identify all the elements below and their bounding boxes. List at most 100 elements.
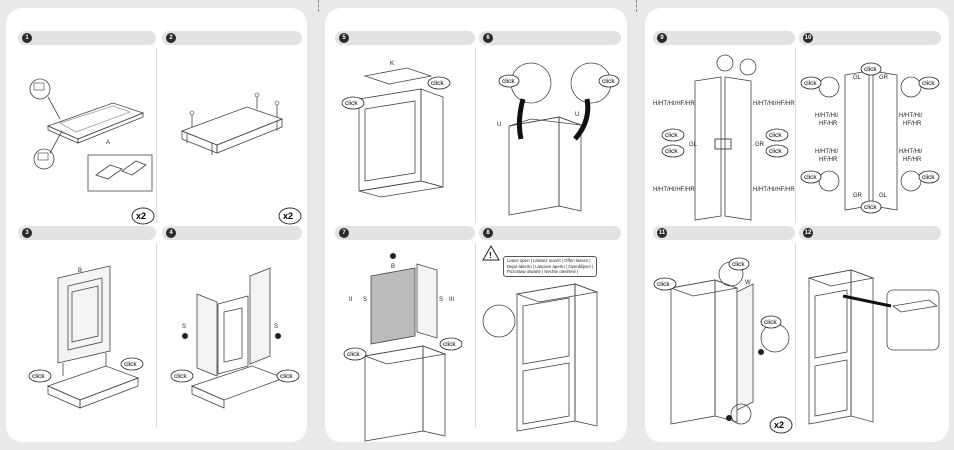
- step-7: 7 B S S II III click click: [335, 226, 475, 442]
- step-8: 8 ! Leave open | Laissez ouvert | Offen …: [479, 226, 621, 436]
- svg-text:click: click: [665, 132, 678, 139]
- svg-text:click: click: [804, 80, 817, 87]
- click-callout: click: [918, 170, 940, 184]
- step-3-illustration: B click click: [28, 265, 144, 409]
- svg-text:GL: GL: [689, 142, 698, 148]
- click-callout: click: [760, 315, 782, 329]
- step-number: 9: [657, 33, 667, 43]
- step-header: 3: [18, 226, 156, 240]
- svg-text:click: click: [732, 261, 745, 268]
- svg-text:x2: x2: [774, 420, 784, 430]
- step-header: 5: [335, 31, 475, 45]
- click-callout: click: [653, 277, 677, 291]
- svg-text:click: click: [769, 132, 782, 139]
- click-callout: click: [343, 347, 367, 361]
- svg-text:click: click: [769, 148, 782, 155]
- step-header: 6: [479, 31, 621, 45]
- step-number: 7: [339, 228, 349, 238]
- svg-text:II: II: [349, 297, 353, 303]
- step-header: 4: [162, 226, 302, 240]
- click-callout: click: [28, 369, 52, 383]
- svg-text:click: click: [764, 319, 777, 326]
- click-callout: click: [598, 74, 620, 88]
- svg-text:U: U: [497, 122, 501, 128]
- svg-text:III: III: [449, 297, 454, 303]
- click-callout: click: [918, 76, 940, 90]
- svg-text:GR: GR: [879, 75, 889, 81]
- svg-text:H/HT/HI/: H/HT/HI/: [815, 113, 839, 119]
- multiplier-badge: x2: [278, 207, 302, 225]
- svg-text:click: click: [347, 351, 360, 358]
- svg-text:x2: x2: [136, 211, 146, 221]
- svg-text:S: S: [363, 297, 367, 303]
- svg-text:HF/HR: HF/HR: [819, 157, 838, 163]
- step-header: 9: [653, 31, 795, 45]
- step-number: 6: [483, 33, 493, 43]
- multiplier-badge: x2: [131, 207, 155, 225]
- step-6-illustration: U U click click: [497, 62, 620, 216]
- svg-text:S: S: [274, 324, 278, 330]
- step-6: 6 U U click click: [479, 31, 621, 221]
- svg-text:H/HT/HI/HF/HR: H/HT/HI/HF/HR: [753, 187, 795, 193]
- svg-text:x2: x2: [283, 211, 293, 221]
- step-12-illustration: [807, 269, 940, 425]
- svg-text:click: click: [922, 174, 935, 181]
- step-4-illustration: S S click click: [170, 267, 300, 409]
- click-callout: click: [728, 257, 750, 271]
- svg-text:click: click: [864, 204, 877, 211]
- step-12: 12: [799, 226, 941, 436]
- step-5: 5 K click click: [335, 31, 475, 221]
- instruction-page-1: 1 A x2: [6, 8, 307, 442]
- click-callout: click: [427, 76, 451, 90]
- step-number: 1: [22, 33, 32, 43]
- step-5-illustration: K click click: [341, 61, 451, 198]
- step-2: 2 x2: [162, 31, 302, 225]
- svg-text:U: U: [575, 112, 579, 118]
- click-callout: click: [860, 62, 882, 76]
- svg-text:H/HT/HI/HF/HR: H/HT/HI/HF/HR: [653, 101, 695, 107]
- svg-text:GL: GL: [853, 75, 862, 81]
- svg-text:H/HT/HI/HF/HR: H/HT/HI/HF/HR: [753, 101, 795, 107]
- svg-text:GR: GR: [853, 193, 863, 199]
- part-label-a: A: [106, 140, 110, 146]
- step-number: 4: [166, 228, 176, 238]
- click-callout: click: [170, 369, 194, 383]
- step-header: 10: [799, 31, 941, 45]
- svg-text:click: click: [345, 100, 358, 107]
- svg-text:click: click: [864, 66, 877, 73]
- svg-text:HF/HR: HF/HR: [819, 121, 838, 127]
- svg-text:click: click: [665, 148, 678, 155]
- click-callout: click: [120, 357, 144, 371]
- svg-text:B: B: [391, 264, 395, 270]
- svg-text:K: K: [390, 61, 394, 67]
- step-header: 1: [18, 31, 156, 45]
- click-callout: click: [800, 76, 822, 90]
- click-callout: click: [276, 369, 300, 383]
- step-number: 8: [483, 228, 493, 238]
- svg-text:click: click: [804, 174, 817, 181]
- warning-note: Leave open | Laissez ouvert | Offen lass…: [503, 256, 598, 277]
- svg-text:click: click: [502, 78, 515, 85]
- step-1-illustration: A x2: [29, 78, 155, 225]
- svg-text:click: click: [602, 78, 615, 85]
- step-8-illustration: !: [482, 244, 599, 432]
- click-callout: click: [498, 74, 520, 88]
- step-header: 7: [335, 226, 475, 240]
- step-number: 3: [22, 228, 32, 238]
- step-header: 12: [799, 226, 941, 240]
- cut-line-2: [636, 0, 637, 12]
- svg-text:GR: GR: [755, 142, 765, 148]
- step-9-illustration: H/HT/HI/HF/HR H/HT/HI/HF/HR H/HT/HI/HF/H…: [653, 54, 795, 221]
- svg-text:click: click: [32, 373, 45, 380]
- svg-text:click: click: [657, 281, 670, 288]
- svg-text:W: W: [745, 280, 751, 286]
- step-4: 4 S S click click: [162, 226, 302, 436]
- click-callout: click: [439, 337, 463, 351]
- step-number: 12: [803, 228, 813, 238]
- svg-text:!: !: [489, 251, 492, 260]
- svg-text:HF/HR: HF/HR: [903, 157, 922, 163]
- step-11: 11 W click click: [653, 226, 795, 436]
- step-10-illustration: GL GR GR GL H/HT/HI/ HF/HR H/HT/HI/ HF/H…: [800, 62, 940, 214]
- svg-text:H/HT/HI/: H/HT/HI/: [899, 149, 923, 155]
- svg-text:S: S: [439, 297, 443, 303]
